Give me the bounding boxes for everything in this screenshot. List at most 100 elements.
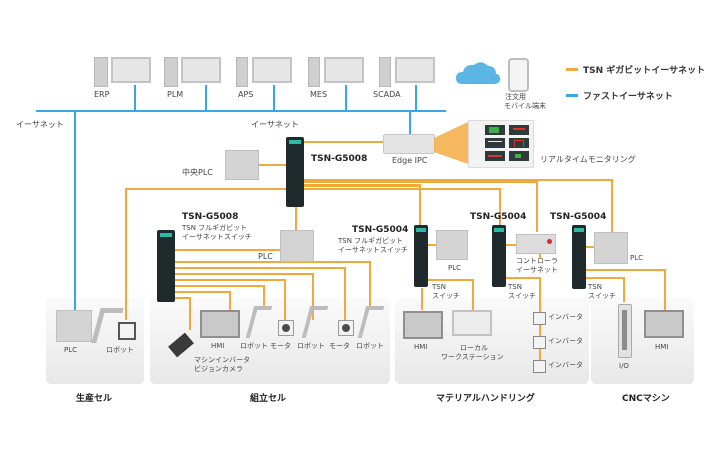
core-switch-icon	[286, 137, 304, 207]
legend-tsn-gigabit: TSN ギガビットイーサネット	[566, 63, 705, 76]
assembly-plc-label: PLC	[258, 252, 273, 261]
switch-led-icon	[160, 233, 172, 237]
monitor-icon	[324, 57, 364, 83]
mh-plc-icon	[436, 230, 468, 260]
legend-swatch-tsn	[566, 68, 578, 71]
inverter-label: インバータ	[548, 361, 583, 369]
mh-hmi-label: HMI	[414, 343, 428, 351]
mh-switch2-icon	[492, 225, 506, 287]
controller-label2: イーサネット	[516, 266, 558, 274]
system-label: MES	[310, 90, 328, 99]
monitor-tile	[509, 151, 529, 161]
server-icon	[379, 57, 391, 87]
inverter-icon	[533, 312, 546, 325]
workstation-icon	[452, 310, 492, 336]
switch-led-icon	[574, 228, 584, 232]
controller-icon	[516, 234, 556, 254]
inverter-icon	[533, 360, 546, 373]
switch-led-icon	[289, 140, 301, 144]
motor-icon	[338, 320, 354, 336]
controller-led-icon	[547, 239, 552, 244]
cnc-tsn-line1: TSN	[588, 283, 602, 291]
cnc-switch-icon	[572, 225, 586, 289]
mh-tsn-line1: TSN	[432, 283, 446, 291]
mh-hmi-icon	[403, 311, 443, 339]
legend-label-fast: ファストイーサネット	[583, 92, 673, 102]
ethernet-label-left: イーサネット	[16, 120, 64, 129]
cnc-io-label: I/O	[619, 362, 629, 370]
assembly-switch-desc2: イーサネットスイッチ	[182, 233, 252, 241]
inverter-icon	[533, 336, 546, 349]
mobile-label-line2: モバイル端末	[504, 102, 546, 110]
mh2-tsn-line1: TSN	[508, 283, 522, 291]
legend-fast-ethernet: ファストイーサネット	[566, 89, 673, 102]
production-plc-label: PLC	[64, 346, 78, 354]
legend-swatch-fast	[566, 94, 578, 97]
monitoring-dashboard-icon	[468, 120, 534, 168]
monitoring-label: リアルタイムモニタリング	[540, 155, 636, 164]
monitor-icon	[395, 57, 435, 83]
production-cell-title: 生産セル	[76, 394, 113, 404]
assembly-device-label: ロボット	[356, 342, 384, 350]
cnc-switch-model: TSN-G5004	[550, 212, 607, 222]
assembly-switch-desc1: TSN フルギガビット	[182, 224, 248, 232]
monitor-icon	[252, 57, 292, 83]
system-label: PLM	[167, 90, 184, 99]
assembly-device-label: ロボット	[240, 342, 268, 350]
server-icon	[308, 57, 320, 87]
ethernet-label-center: イーサネット	[251, 120, 299, 129]
monitor-tile	[485, 151, 505, 161]
legend-label-tsn: TSN ギガビットイーサネット	[583, 66, 706, 76]
mobile-label-line1: 注文用	[505, 93, 526, 101]
assembly-switch-model: TSN-G5008	[182, 212, 239, 222]
mh2-tsn-line2: スイッチ	[508, 292, 536, 300]
cnc-plc-label: PLC	[630, 254, 644, 262]
cnc-hmi-icon	[644, 310, 684, 338]
assembly-hmi-icon	[200, 310, 240, 338]
workstation-label2: ワークステーション	[441, 353, 504, 361]
mh-switch-desc1: TSN フルギガビット	[338, 237, 404, 245]
camera-label2: ビジョンカメラ	[194, 365, 243, 373]
mh-plc-label: PLC	[448, 264, 462, 272]
server-icon	[94, 57, 108, 87]
motor-icon	[278, 320, 294, 336]
monitor-icon	[181, 57, 221, 83]
assembly-cell-title: 組立セル	[250, 394, 287, 404]
monitor-tile	[509, 138, 529, 148]
assembly-device-label: ロボット	[297, 342, 325, 350]
assembly-device-label: モータ	[270, 342, 291, 350]
workstation-label1: ローカル	[460, 344, 488, 352]
switch-led-icon	[416, 228, 426, 232]
production-robot-box-icon	[118, 322, 136, 340]
mobile-phone-icon	[508, 58, 529, 92]
inverter-label: インバータ	[548, 313, 583, 321]
monitor-tile	[485, 125, 505, 135]
switch-led-icon	[494, 228, 504, 232]
cnc-cell-title: CNCマシン	[622, 394, 670, 404]
assembly-switch-icon	[157, 230, 175, 302]
fast-ethernet-lines	[36, 85, 446, 312]
camera-label1: マシンインバータ	[194, 356, 250, 364]
assembly-plc-icon	[280, 230, 314, 262]
mh-cell-title: マテリアルハンドリング	[436, 394, 535, 404]
cnc-plc-icon	[594, 232, 628, 264]
assembly-device-label: モータ	[329, 342, 350, 350]
cnc-tsn-line2: スイッチ	[588, 292, 616, 300]
monitor-tile	[509, 125, 529, 135]
system-label: APS	[238, 90, 254, 99]
central-plc-label: 中央PLC	[182, 168, 213, 177]
assembly-hmi-label: HMI	[211, 342, 225, 350]
monitor-tile	[485, 138, 505, 148]
production-plc-icon	[56, 310, 92, 342]
mh-switch2-model: TSN-G5004	[470, 212, 527, 222]
central-plc-icon	[225, 150, 259, 180]
io-module-icon	[618, 304, 632, 358]
server-icon	[164, 57, 178, 87]
mh-switch-icon	[414, 225, 428, 287]
monitor-icon	[111, 57, 151, 83]
edge-ipc-label: Edge IPC	[392, 156, 428, 165]
controller-label1: コントローラ	[516, 257, 558, 265]
system-label: SCADA	[373, 90, 401, 99]
